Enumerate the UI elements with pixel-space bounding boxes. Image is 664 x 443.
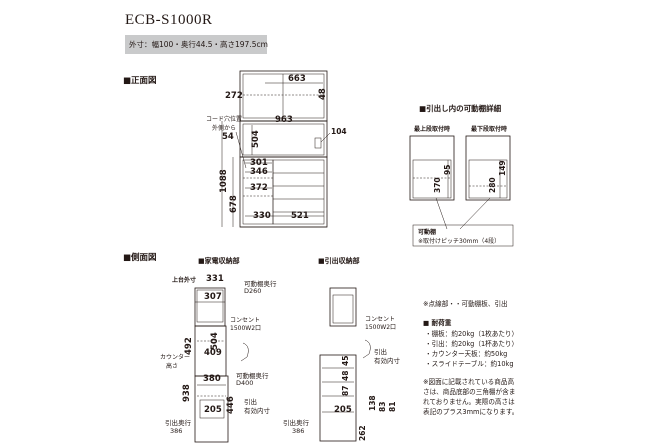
dim-372: 372: [250, 183, 268, 193]
dim-138: 138: [368, 395, 377, 411]
load-1: ・引出：約20kg（1杯あたり）: [425, 340, 519, 348]
outlet-label: コンセント: [230, 317, 261, 324]
dim-409: 409: [204, 348, 222, 358]
dim-380: 380: [203, 374, 221, 384]
footnote-3: 表記のプラス3mmになります。: [423, 408, 519, 416]
dim-963: 963: [275, 115, 293, 125]
dim-521: 521: [291, 211, 309, 221]
shelf-depth2-value: D400: [236, 379, 254, 387]
dim-262: 262: [358, 425, 367, 441]
dim-87: 87: [341, 385, 350, 396]
dim-446: 446: [226, 396, 236, 414]
shelf-depth-label: 可動棚奥行: [244, 280, 277, 288]
drawer-depth-label: 引出奥行: [165, 419, 191, 427]
dim-149: 149: [498, 160, 507, 176]
dim-938: 938: [182, 384, 192, 402]
dim-346: 346: [250, 167, 268, 177]
outer-dimensions-bar: 外寸：幅100・奥行44.5・高さ197.5cm: [125, 35, 268, 54]
drawer-section-title: ■引出収納部: [318, 257, 360, 265]
outlet-label-2: コンセント: [365, 316, 396, 323]
footnote-2: れておりません。実際の高さは: [423, 398, 515, 406]
cord-hole-label2: 外側から: [212, 125, 237, 132]
counter-label: カウンター: [160, 354, 191, 361]
dim-504: 504: [251, 130, 261, 148]
side-drawer-drawing: [319, 287, 371, 442]
drawer-depth-value: 386: [170, 427, 183, 435]
dim-1088: 1088: [219, 169, 229, 193]
dashed-note: ※点線部・・可動棚板、引出: [423, 300, 508, 308]
side-appliance-drawing: [194, 287, 249, 443]
side-view-title: ■側面図: [123, 253, 157, 263]
load-title: ■ 耐荷重: [423, 319, 452, 327]
footnote-1: さは、商品底部の三角棚が含ま: [423, 388, 516, 396]
appliance-section-title: ■家電収納部: [198, 257, 240, 265]
drawer-depth-label-2: 引出奥行: [283, 419, 309, 427]
dim-205: 205: [204, 405, 222, 415]
dim-331: 331: [206, 274, 224, 284]
front-view-title: ■正面図: [123, 76, 157, 86]
dim-280: 280: [488, 177, 497, 193]
pull-label2: 有効内寸: [244, 407, 270, 415]
dim-205-2: 205: [334, 405, 352, 415]
front-upper-cabinet: [239, 70, 328, 122]
load-0: ・棚板：約20kg（1枚あたり）: [425, 330, 519, 338]
dim-330: 330: [253, 211, 271, 221]
dim-678: 678: [229, 195, 239, 213]
outlet-spec-2: 1500W2口: [365, 324, 397, 331]
drawer-depth-value-2: 386: [292, 427, 305, 435]
cord-hole-label: コード穴位置: [206, 116, 243, 123]
bottom-mount-label: 最下段取付時: [471, 126, 508, 133]
front-dimension-lines: [221, 82, 331, 227]
movable-shelf-caption: 可動棚: [418, 229, 437, 236]
footnote-0: ※図面に記載されている商品高: [423, 378, 515, 386]
dim-301: 301: [250, 158, 268, 168]
pull-label-2: 引出: [374, 348, 387, 356]
counter-label2: 高さ: [166, 363, 179, 370]
load-3: ・スライドテーブル：約10kg: [425, 360, 514, 368]
dim-104: 104: [331, 127, 347, 136]
dim-272: 272: [225, 91, 243, 101]
front-lower-cabinet: [239, 156, 328, 228]
dim-54: 54: [222, 132, 234, 142]
shelf-depth2-label: 可動棚奥行: [236, 372, 269, 380]
dim-81: 81: [388, 401, 397, 412]
shelf-depth-value: D260: [244, 287, 262, 295]
drawer-detail-title: ■引出し内の可動棚詳細: [419, 104, 502, 113]
model-name: ECB-S1000R: [125, 12, 213, 28]
shelf-pitch-caption: ※取付けピッチ30mm（4段）: [418, 238, 501, 245]
pull-label2-2: 有効内寸: [374, 357, 400, 365]
pull-label: 引出: [244, 398, 257, 406]
top-mount-label: 最上段取付時: [414, 126, 451, 133]
dim-95: 95: [443, 164, 452, 175]
top-outer-label: 上台外寸: [172, 277, 197, 284]
load-2: ・カウンター天板：約50kg: [425, 350, 508, 358]
dim-83: 83: [378, 401, 387, 412]
dim-48: 48: [318, 88, 328, 100]
dim-48-side: 48: [341, 370, 350, 381]
dim-663: 663: [288, 74, 306, 84]
dim-307: 307: [204, 292, 222, 302]
drawer-detail-drawing: [409, 135, 514, 247]
dim-370: 370: [433, 177, 442, 193]
dim-45: 45: [341, 355, 350, 366]
outlet-spec: 1500W2口: [230, 325, 262, 332]
